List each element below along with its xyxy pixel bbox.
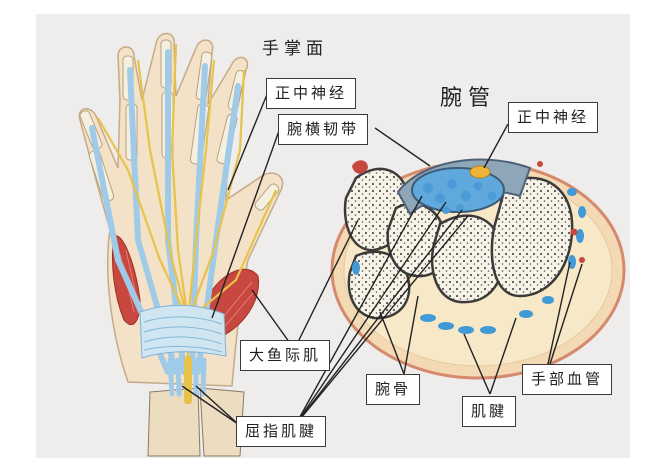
palm-title: 手掌面 [262,39,328,59]
peripheral-tendons [352,188,586,334]
label-tendons: 肌腱 [462,396,517,427]
label-transverse-ligament: 腕横韧带 [278,114,369,145]
forearm-bones [147,387,245,457]
tunnel-space [411,167,505,213]
carpal-bones [343,167,574,320]
label-flexor-tendons: 屈指肌腱 [236,416,327,447]
palm-view [78,32,284,457]
median-nerve-section [469,165,491,179]
label-thenar-muscle: 大鱼际肌 [240,340,331,371]
label-median-nerve-right: 正中神经 [508,102,599,133]
label-carpal-bones: 腕骨 [366,374,421,405]
median-nerve-wrist [184,356,192,404]
section-title: 腕管 [440,86,497,111]
label-median-nerve-left: 正中神经 [266,78,357,109]
label-hand-vessels: 手部血管 [522,364,613,395]
blood-vessels [352,160,585,263]
leader-lines [181,91,583,425]
carpal-tunnel-cross-section [330,158,626,380]
